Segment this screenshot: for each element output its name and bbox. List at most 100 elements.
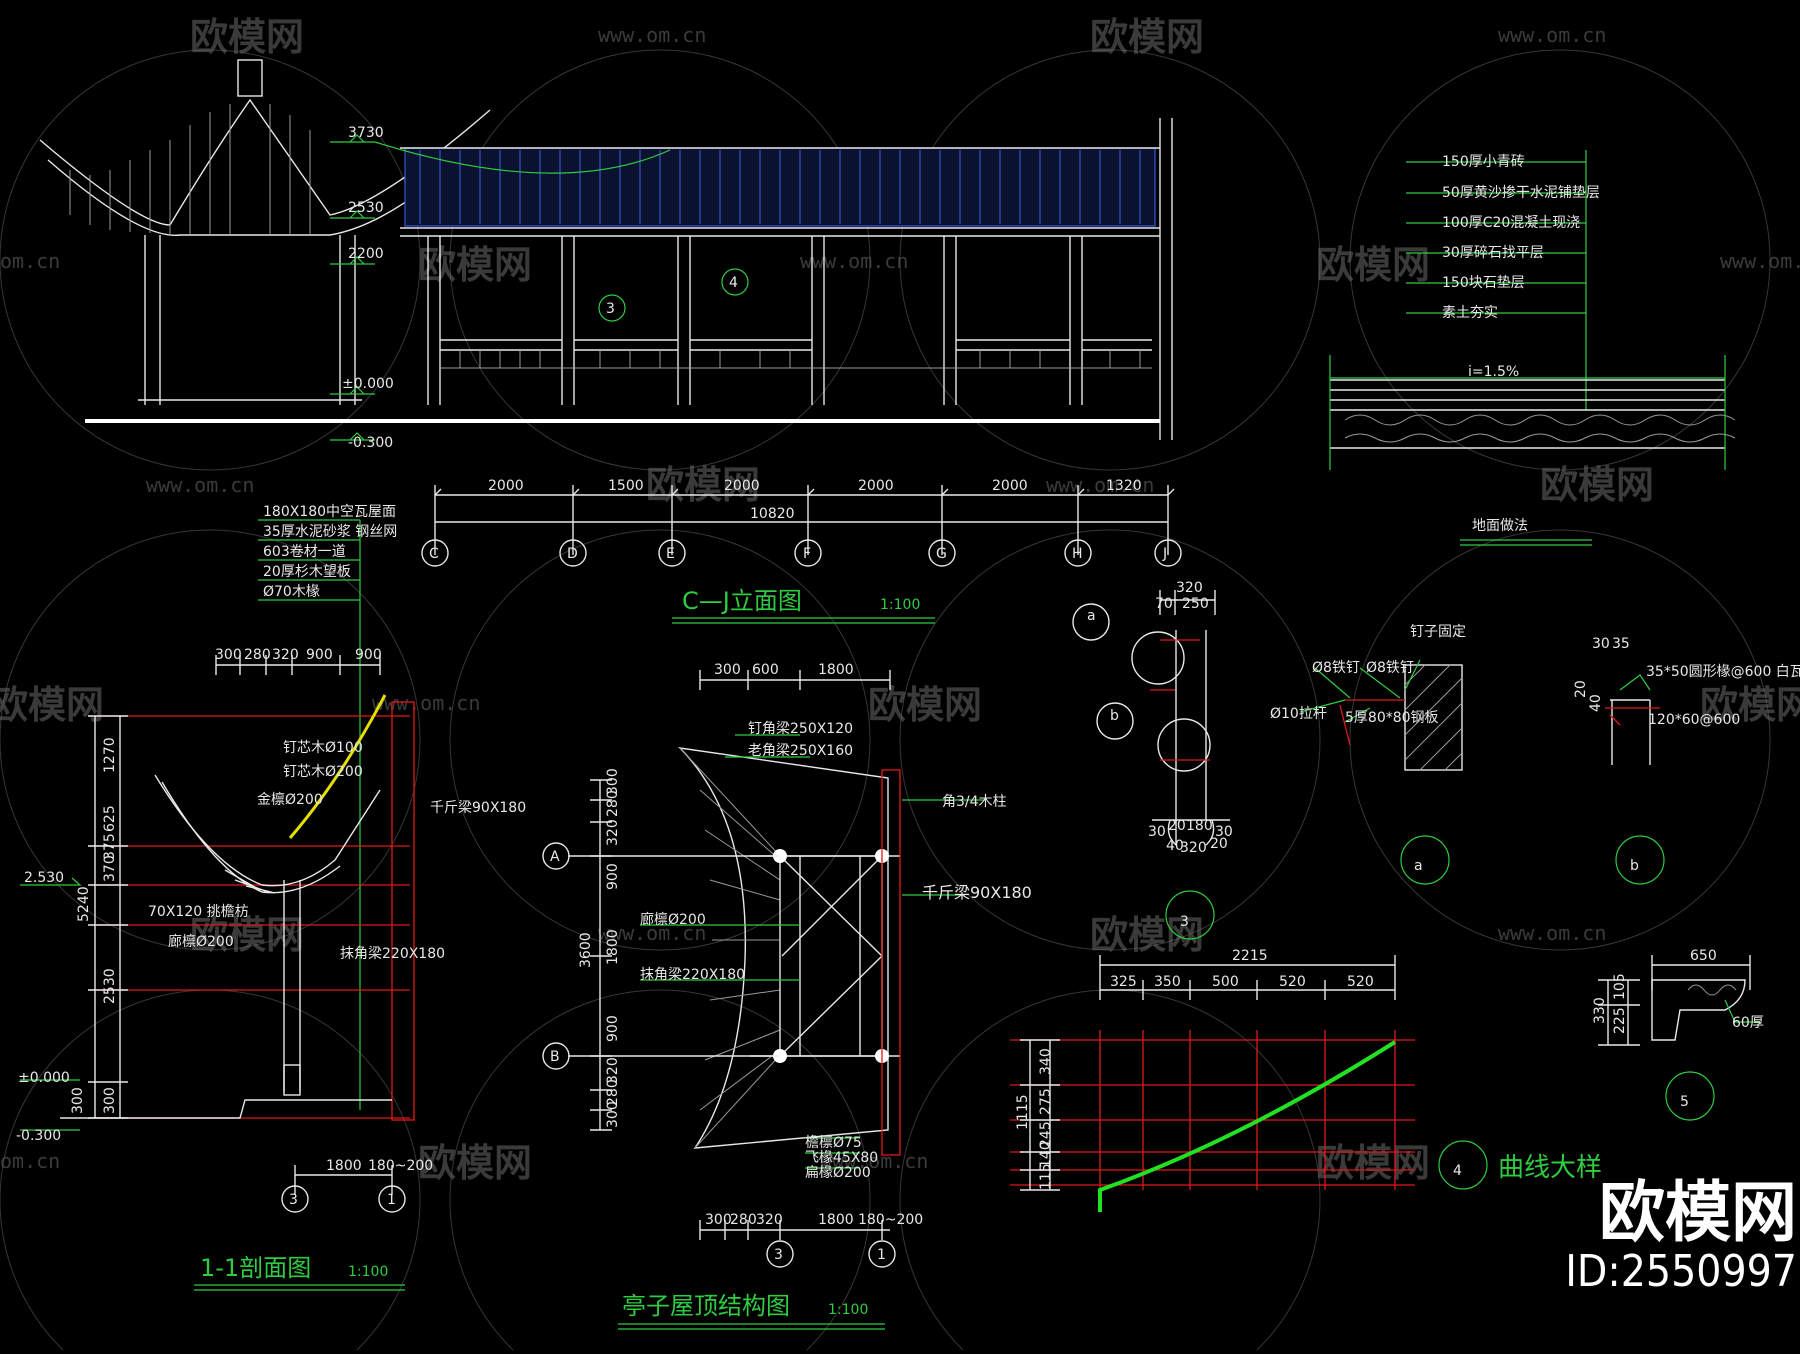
roof-axis-1-bubble xyxy=(868,1240,896,1268)
roof-left-dim-8: 280 xyxy=(605,1079,621,1106)
roof-axis-3: 3 xyxy=(774,1247,783,1263)
floor-layer-lines xyxy=(1330,379,1725,449)
axis-h: H xyxy=(1072,546,1083,562)
floor-stone-bed xyxy=(1344,414,1736,443)
curve-left-dim-5: 115 xyxy=(1038,1163,1054,1190)
floor-layer-3: 100厚C20混凝土现浇 xyxy=(1442,215,1580,231)
watermark-url: www.om.cn xyxy=(598,23,706,47)
corridor-roof-lines xyxy=(400,147,1160,237)
axis-j-bubble xyxy=(1154,539,1182,567)
roof-note-7: 檐檩Ø75 xyxy=(805,1134,862,1151)
watermark-brand: 欧模网 xyxy=(0,683,104,727)
floor-title-underline xyxy=(1460,539,1592,546)
roof-left-dim-4: 900 xyxy=(605,863,621,890)
section-axis-3-bubble xyxy=(281,1185,309,1213)
curve-top-dim-5: 520 xyxy=(1347,974,1374,990)
level-ground: ±0.000 xyxy=(342,376,394,392)
roof-top-dim-3: 1800 xyxy=(818,662,854,678)
roof-note-5: 廊檩Ø200 xyxy=(640,911,706,928)
roof-note-2: 老角梁250X160 xyxy=(748,743,853,759)
detail5-dim-width: 650 xyxy=(1690,948,1717,964)
curve-label: 4 xyxy=(1453,1163,1462,1179)
detail-4: 2215 325 350 500 520 520 1115 340 275 24… xyxy=(1010,948,1602,1212)
roof-top-dimension xyxy=(699,670,891,690)
watermark-url: www.om.cn xyxy=(1720,249,1800,273)
detail-a-leaders xyxy=(1299,659,1421,723)
detail-a: 钉子固定 Ø8铁钉 Ø8铁钉 Ø10拉杆 5厚80*80钢板 a xyxy=(1270,624,1466,885)
pavilion-roof-outline xyxy=(39,98,491,226)
curve-title: 曲线大样 xyxy=(1498,1153,1602,1183)
watermark-brand: 欧模网 xyxy=(190,15,304,59)
level-ridge: 3730 xyxy=(348,125,384,141)
section-corner-beam xyxy=(288,694,387,839)
corridor-tile-lines xyxy=(419,150,1141,224)
roof-left-dim-total: 3600 xyxy=(578,932,594,968)
section-note-4: 千斤梁90X180 xyxy=(430,800,526,816)
roof-plan-column-dots xyxy=(773,849,889,1063)
detail-b-note-1: 35*50圆形椽@600 白瓦檐垫 xyxy=(1646,664,1800,680)
roof-note-6: 抹角梁220X180 xyxy=(640,967,745,983)
section-layer-2: 35厚水泥砂浆 钢丝网 xyxy=(263,524,397,540)
watermark-brand: 欧模网 xyxy=(1540,463,1654,507)
floor-layer-leaders xyxy=(1406,150,1587,410)
roof-axis-a: A xyxy=(550,849,560,865)
detail5-left-dimension xyxy=(1598,979,1640,1046)
detail-5: 650 330 225 105 60厚 5 xyxy=(1592,948,1764,1121)
curve-top-dimension xyxy=(1099,955,1396,1000)
watermark-url: www.om.cn xyxy=(146,473,254,497)
detail-b-leader xyxy=(1619,674,1651,691)
floor-layer-1: 150厚小青砖 xyxy=(1442,154,1525,170)
axis-j: J xyxy=(1162,546,1167,562)
elevation-title-underline xyxy=(672,617,935,624)
roof-left-dim-7: 320 xyxy=(605,1057,621,1084)
watermark-brand: 欧模网 xyxy=(1090,15,1204,59)
section-layer-5: Ø70木椽 xyxy=(263,584,320,600)
axis-g: G xyxy=(936,546,947,562)
level-markers xyxy=(349,134,365,441)
roof-plan-purlins xyxy=(750,855,900,1057)
floor-layer-2: 50厚黄沙掺干水泥铺垫层 xyxy=(1442,184,1600,201)
curve-grid xyxy=(1010,1030,1415,1190)
curve-top-dim-1: 325 xyxy=(1110,974,1137,990)
watermark-url: www.om.cn xyxy=(800,249,908,273)
watermark-brand: 欧模网 xyxy=(1090,913,1204,957)
roof-bottom-dim-2: 280 xyxy=(730,1212,757,1228)
detail-a-tie-rod xyxy=(1339,699,1405,746)
roof-plan-outline xyxy=(678,747,889,1149)
roof-drawing: 300 600 1800 钉角梁250X120 老角梁250X160 角3/4木… xyxy=(542,662,1032,1330)
brand-logo-text: 欧模网 xyxy=(1599,1174,1797,1251)
roof-bottom-dim-3: 320 xyxy=(756,1212,783,1228)
floor-detail: 150厚小青砖 50厚黄沙掺干水泥铺垫层 100厚C20混凝土现浇 30厚碎石找… xyxy=(1329,150,1736,546)
detail5-note: 60厚 xyxy=(1732,1015,1764,1031)
section-bottom-dim-2: 180~200 xyxy=(368,1158,433,1174)
roof-axis-1: 1 xyxy=(877,1247,886,1263)
detail-b-note-2: 120*60@600 xyxy=(1648,712,1740,728)
section-top-dim-2: 280 xyxy=(244,647,271,663)
detail-a-note-3: Ø8铁钉 xyxy=(1366,660,1414,676)
watermark-brand: 欧模网 xyxy=(418,243,532,287)
callout-4-bubble xyxy=(721,268,749,296)
pavilion-finial xyxy=(237,59,263,97)
corner-brand: 欧模网 ID:2550997 xyxy=(1512,1178,1797,1296)
detail-b-label-bubble xyxy=(1615,835,1665,885)
detail3-circle-b xyxy=(1157,718,1211,772)
detail5-dim-2: 105 xyxy=(1612,973,1628,1000)
roof-left-dim-9: 300 xyxy=(605,1101,621,1128)
detail3-marker-a-bubble xyxy=(1072,603,1110,641)
detail3-dim-5: 20 xyxy=(1168,818,1186,834)
section-title-underline xyxy=(194,1284,405,1291)
level-beam: 2200 xyxy=(348,246,384,262)
detail3-dim-2: 70 xyxy=(1155,596,1173,612)
section-title: 1-1剖面图 xyxy=(200,1254,311,1282)
section-layer-1: 180X180中空瓦屋面 xyxy=(263,504,396,520)
curve-top-dim-4: 520 xyxy=(1279,974,1306,990)
watermark-brand: 欧模网 xyxy=(1316,1141,1430,1185)
detail5-ornament xyxy=(1687,984,1737,996)
axis-f-bubble xyxy=(794,539,822,567)
watermark-url: om.cn xyxy=(0,249,60,273)
detail-3: 320 70 250 a b 30 20 180 30 40 320 20 3 xyxy=(1072,580,1233,940)
roof-left-dim-5: 1800 xyxy=(605,929,621,965)
level-lines xyxy=(330,141,375,441)
section-note-7: 抹角梁220X180 xyxy=(340,946,445,962)
section-note-6: 廊檩Ø200 xyxy=(168,933,234,950)
